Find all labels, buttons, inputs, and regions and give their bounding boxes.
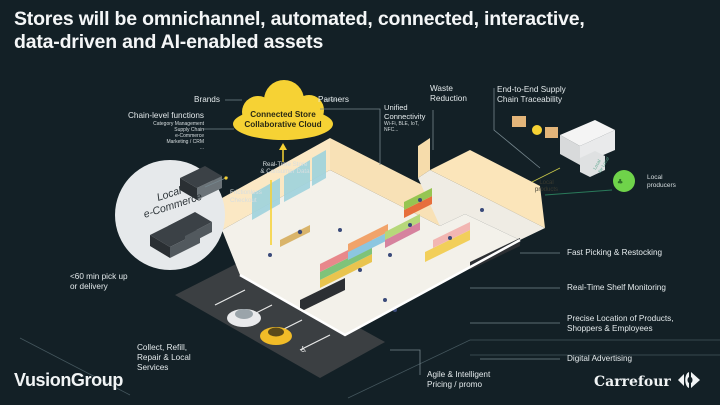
chain-item: Supply Chain bbox=[174, 127, 204, 133]
page-title: Stores will be omnichannel, automated, c… bbox=[14, 8, 714, 54]
brands-label: Brands bbox=[194, 95, 220, 104]
realtime-data-label: Real-Time Store & Consumer Data bbox=[240, 161, 330, 175]
pickup-lockers bbox=[150, 212, 212, 258]
title-line-2: data-driven and AI-enabled assets bbox=[14, 31, 324, 53]
pickup-line-2: or delivery bbox=[70, 282, 108, 291]
frictionless-line-1: Frictionless bbox=[230, 189, 262, 196]
connectivity-line-1: Unified bbox=[384, 103, 408, 112]
pickup-line-1: <60 min pick up bbox=[70, 272, 128, 281]
collect-line-3: Services bbox=[137, 363, 169, 372]
svg-text:♣: ♣ bbox=[617, 178, 623, 186]
producers-line-1: Local bbox=[647, 174, 663, 181]
shoppers bbox=[268, 198, 484, 312]
local-producers-label: Local producers bbox=[647, 174, 676, 189]
digital-advertising-label: Digital Advertising bbox=[567, 354, 633, 363]
partners-label: Partners bbox=[318, 95, 349, 104]
chain-item: Category Management bbox=[153, 121, 204, 127]
chain-level-title: Chain-level functions bbox=[127, 111, 204, 120]
chain-item: e-Commerce bbox=[175, 133, 204, 139]
realtime-line-2: & Consumer Data bbox=[260, 168, 310, 175]
collect-line-2: Repair & Local bbox=[137, 353, 191, 362]
delivery-truck-icon bbox=[560, 120, 615, 177]
collect-refill-label: Collect, Refill, Repair & Local Services bbox=[137, 343, 191, 373]
carrefour-emblem-icon bbox=[677, 372, 700, 388]
cloud-title-line-2: Collaborative Cloud bbox=[244, 120, 322, 129]
local-products-line-2: products bbox=[535, 187, 559, 193]
frictionless-line-2: Checkout bbox=[230, 196, 257, 204]
connectivity-detail-1: Wi-Fi, BLE, IoT, bbox=[384, 121, 419, 127]
realtime-line-1: Real-Time Store bbox=[262, 161, 308, 168]
supply-arrow bbox=[531, 167, 561, 183]
accessible-parking-icon: ♿ bbox=[300, 345, 307, 354]
cloud-icon bbox=[233, 80, 333, 140]
pickup-delivery-label: <60 min pick up or delivery bbox=[70, 272, 128, 292]
back-room-left-wall bbox=[418, 138, 430, 178]
forklift-icon bbox=[532, 125, 542, 135]
collect-line-1: Collect, Refill, bbox=[137, 343, 188, 352]
white-car bbox=[227, 309, 261, 327]
chain-item: Marketing / CRM bbox=[166, 139, 204, 145]
precise-location-label: Precise Location of Products, Shoppers &… bbox=[567, 314, 674, 334]
carrefour-wordmark: Carrefour bbox=[594, 374, 671, 390]
supply-chain-label: End-to-End Supply Chain Traceability bbox=[497, 85, 566, 105]
guide-lines bbox=[19, 337, 720, 399]
connected-store-cloud: Connected Store Collaborative Cloud bbox=[228, 110, 338, 130]
unified-connectivity-label: Unified Connectivity Wi-Fi, BLE, IoT, NF… bbox=[384, 103, 426, 133]
chain-level-functions: Chain-level functions Category Managemen… bbox=[100, 111, 204, 151]
producers-line-2: producers bbox=[647, 181, 676, 189]
back-room-floor bbox=[418, 170, 545, 240]
precise-location-line-1: Precise Location of Products, bbox=[567, 314, 674, 323]
precise-location-line-2: Shoppers & Employees bbox=[567, 324, 653, 333]
carrefour-logo: Carrefour bbox=[594, 372, 702, 391]
local-products-label: Local products bbox=[535, 180, 558, 194]
vusiongroup-logo: VusionGroup bbox=[14, 370, 123, 390]
yellow-car bbox=[260, 327, 292, 345]
pricing-line-1: Agile & Intelligent bbox=[427, 370, 491, 379]
boxes-icon bbox=[512, 116, 558, 138]
chain-item: ... bbox=[199, 145, 204, 151]
connectivity-line-2: Connectivity bbox=[384, 111, 426, 121]
connectivity-detail-2: NFC... bbox=[384, 127, 399, 133]
back-room-wall bbox=[430, 150, 545, 228]
storefront-windows bbox=[252, 150, 326, 220]
waste-line-2: Reduction bbox=[430, 94, 467, 103]
shelf-monitoring-label: Real-Time Shelf Monitoring bbox=[567, 283, 666, 292]
callout-lines bbox=[203, 88, 560, 375]
parking-lot bbox=[175, 262, 385, 378]
local-products-line-1: Local bbox=[539, 180, 554, 186]
local-producers-icon bbox=[613, 170, 635, 192]
frictionless-checkout-label: Frictionless Checkout bbox=[230, 189, 262, 204]
cloud-title-line-1: Connected Store bbox=[250, 110, 316, 119]
title-line-1: Stores will be omnichannel, automated, c… bbox=[14, 8, 585, 30]
supply-line-2: Chain Traceability bbox=[497, 95, 563, 104]
pricing-line-2: Pricing / promo bbox=[427, 380, 483, 389]
agile-pricing-label: Agile & Intelligent Pricing / promo bbox=[427, 370, 490, 390]
fast-picking-label: Fast Picking & Restocking bbox=[567, 248, 663, 257]
supply-line-1: End-to-End Supply bbox=[497, 85, 566, 94]
store-front-edge bbox=[239, 238, 521, 337]
waste-reduction-label: Waste Reduction bbox=[430, 84, 467, 104]
waste-line-1: Waste bbox=[430, 84, 453, 93]
